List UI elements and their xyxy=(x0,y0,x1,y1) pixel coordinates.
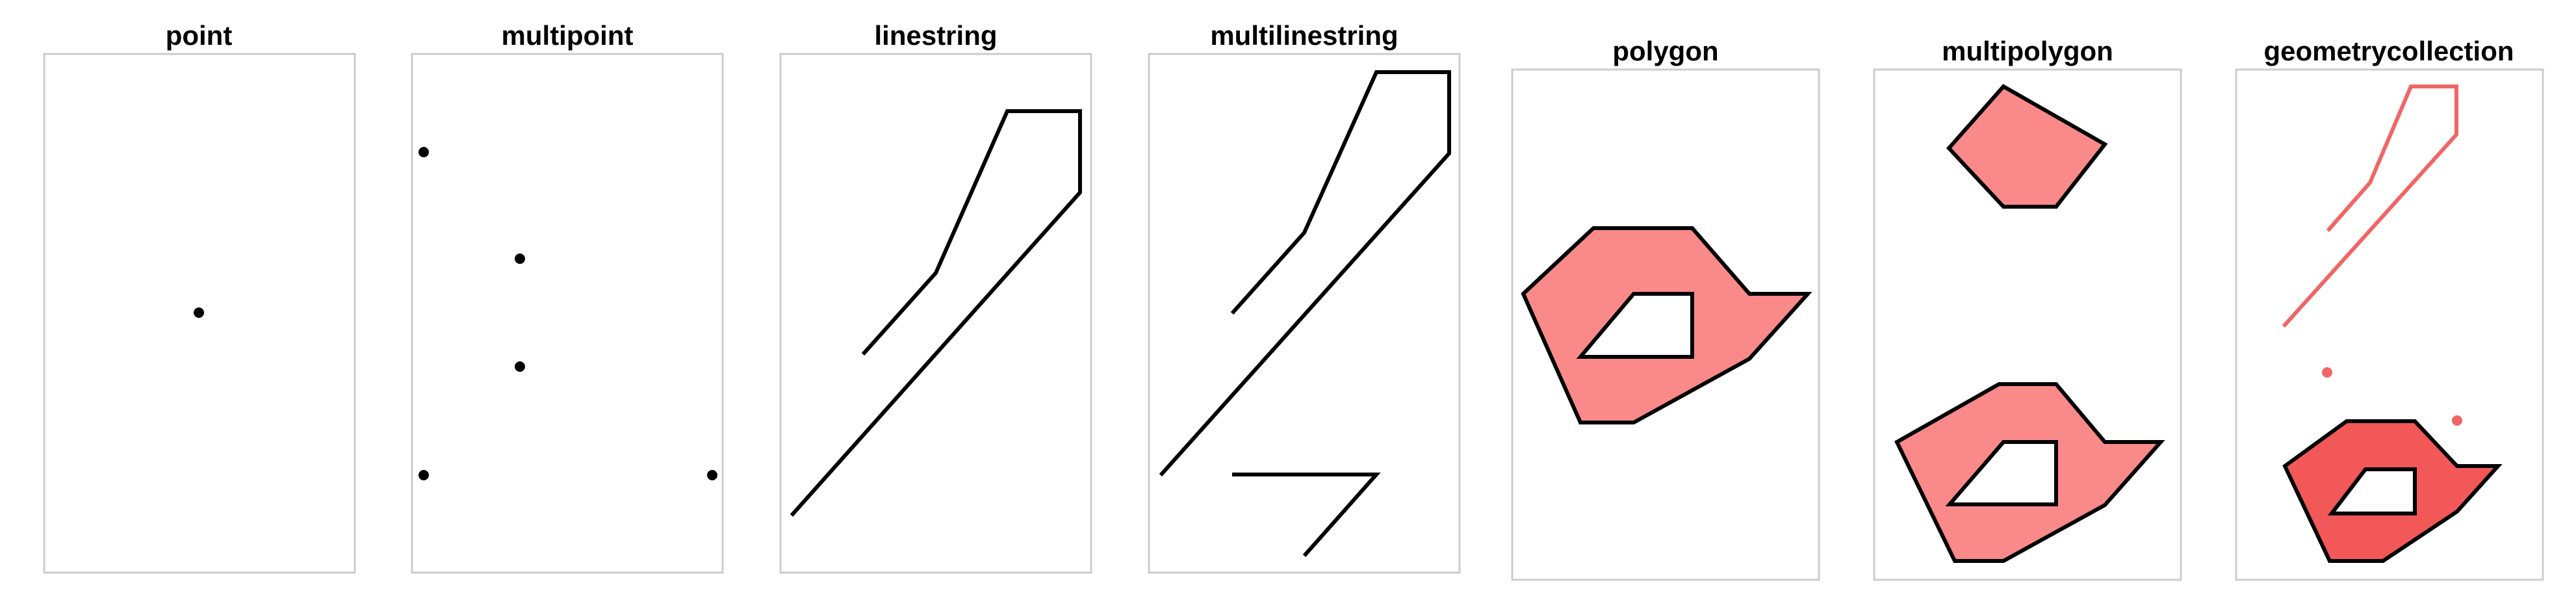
multipolygon-shape-1 xyxy=(1946,84,2108,209)
panel-title-multipolygon: multipolygon xyxy=(1942,36,2113,66)
panel-title-geometrycollection: geometrycollection xyxy=(2263,36,2514,66)
panel-frame-multipoint xyxy=(411,53,724,574)
multipoint-marker xyxy=(515,361,525,372)
panel-frame-multipolygon xyxy=(1873,68,2182,581)
polygon-shape xyxy=(1521,226,1812,424)
point-marker xyxy=(194,307,204,318)
geometrycollection-point xyxy=(2322,367,2332,378)
panel-frame-point xyxy=(43,53,356,574)
geometrycollection-line xyxy=(2282,84,2458,328)
panel-frame-multilinestring xyxy=(1148,53,1461,574)
multipoint-marker xyxy=(515,254,525,264)
multipoint-marker xyxy=(707,470,717,480)
panel-title-polygon: polygon xyxy=(1612,36,1719,66)
geometrycollection-point xyxy=(2452,415,2462,426)
panel-title-multilinestring: multilinestring xyxy=(1210,20,1398,51)
multilinestring-line-2 xyxy=(1232,473,1381,557)
panel-title-linestring: linestring xyxy=(874,20,998,51)
panel-frame-linestring xyxy=(779,53,1092,574)
multipoint-marker xyxy=(419,147,429,157)
multipoint-marker xyxy=(419,470,429,480)
panel-title-multipoint: multipoint xyxy=(501,20,634,51)
multilinestring-line-1 xyxy=(1159,70,1451,477)
panel-frame-geometrycollection xyxy=(2235,68,2544,581)
panel-frame-polygon xyxy=(1511,68,1820,581)
geometrycollection-polygon xyxy=(2282,419,2503,563)
linestring-line xyxy=(790,109,1082,517)
panel-title-point: point xyxy=(165,20,233,51)
multipolygon-shape-2 xyxy=(1894,382,2165,563)
